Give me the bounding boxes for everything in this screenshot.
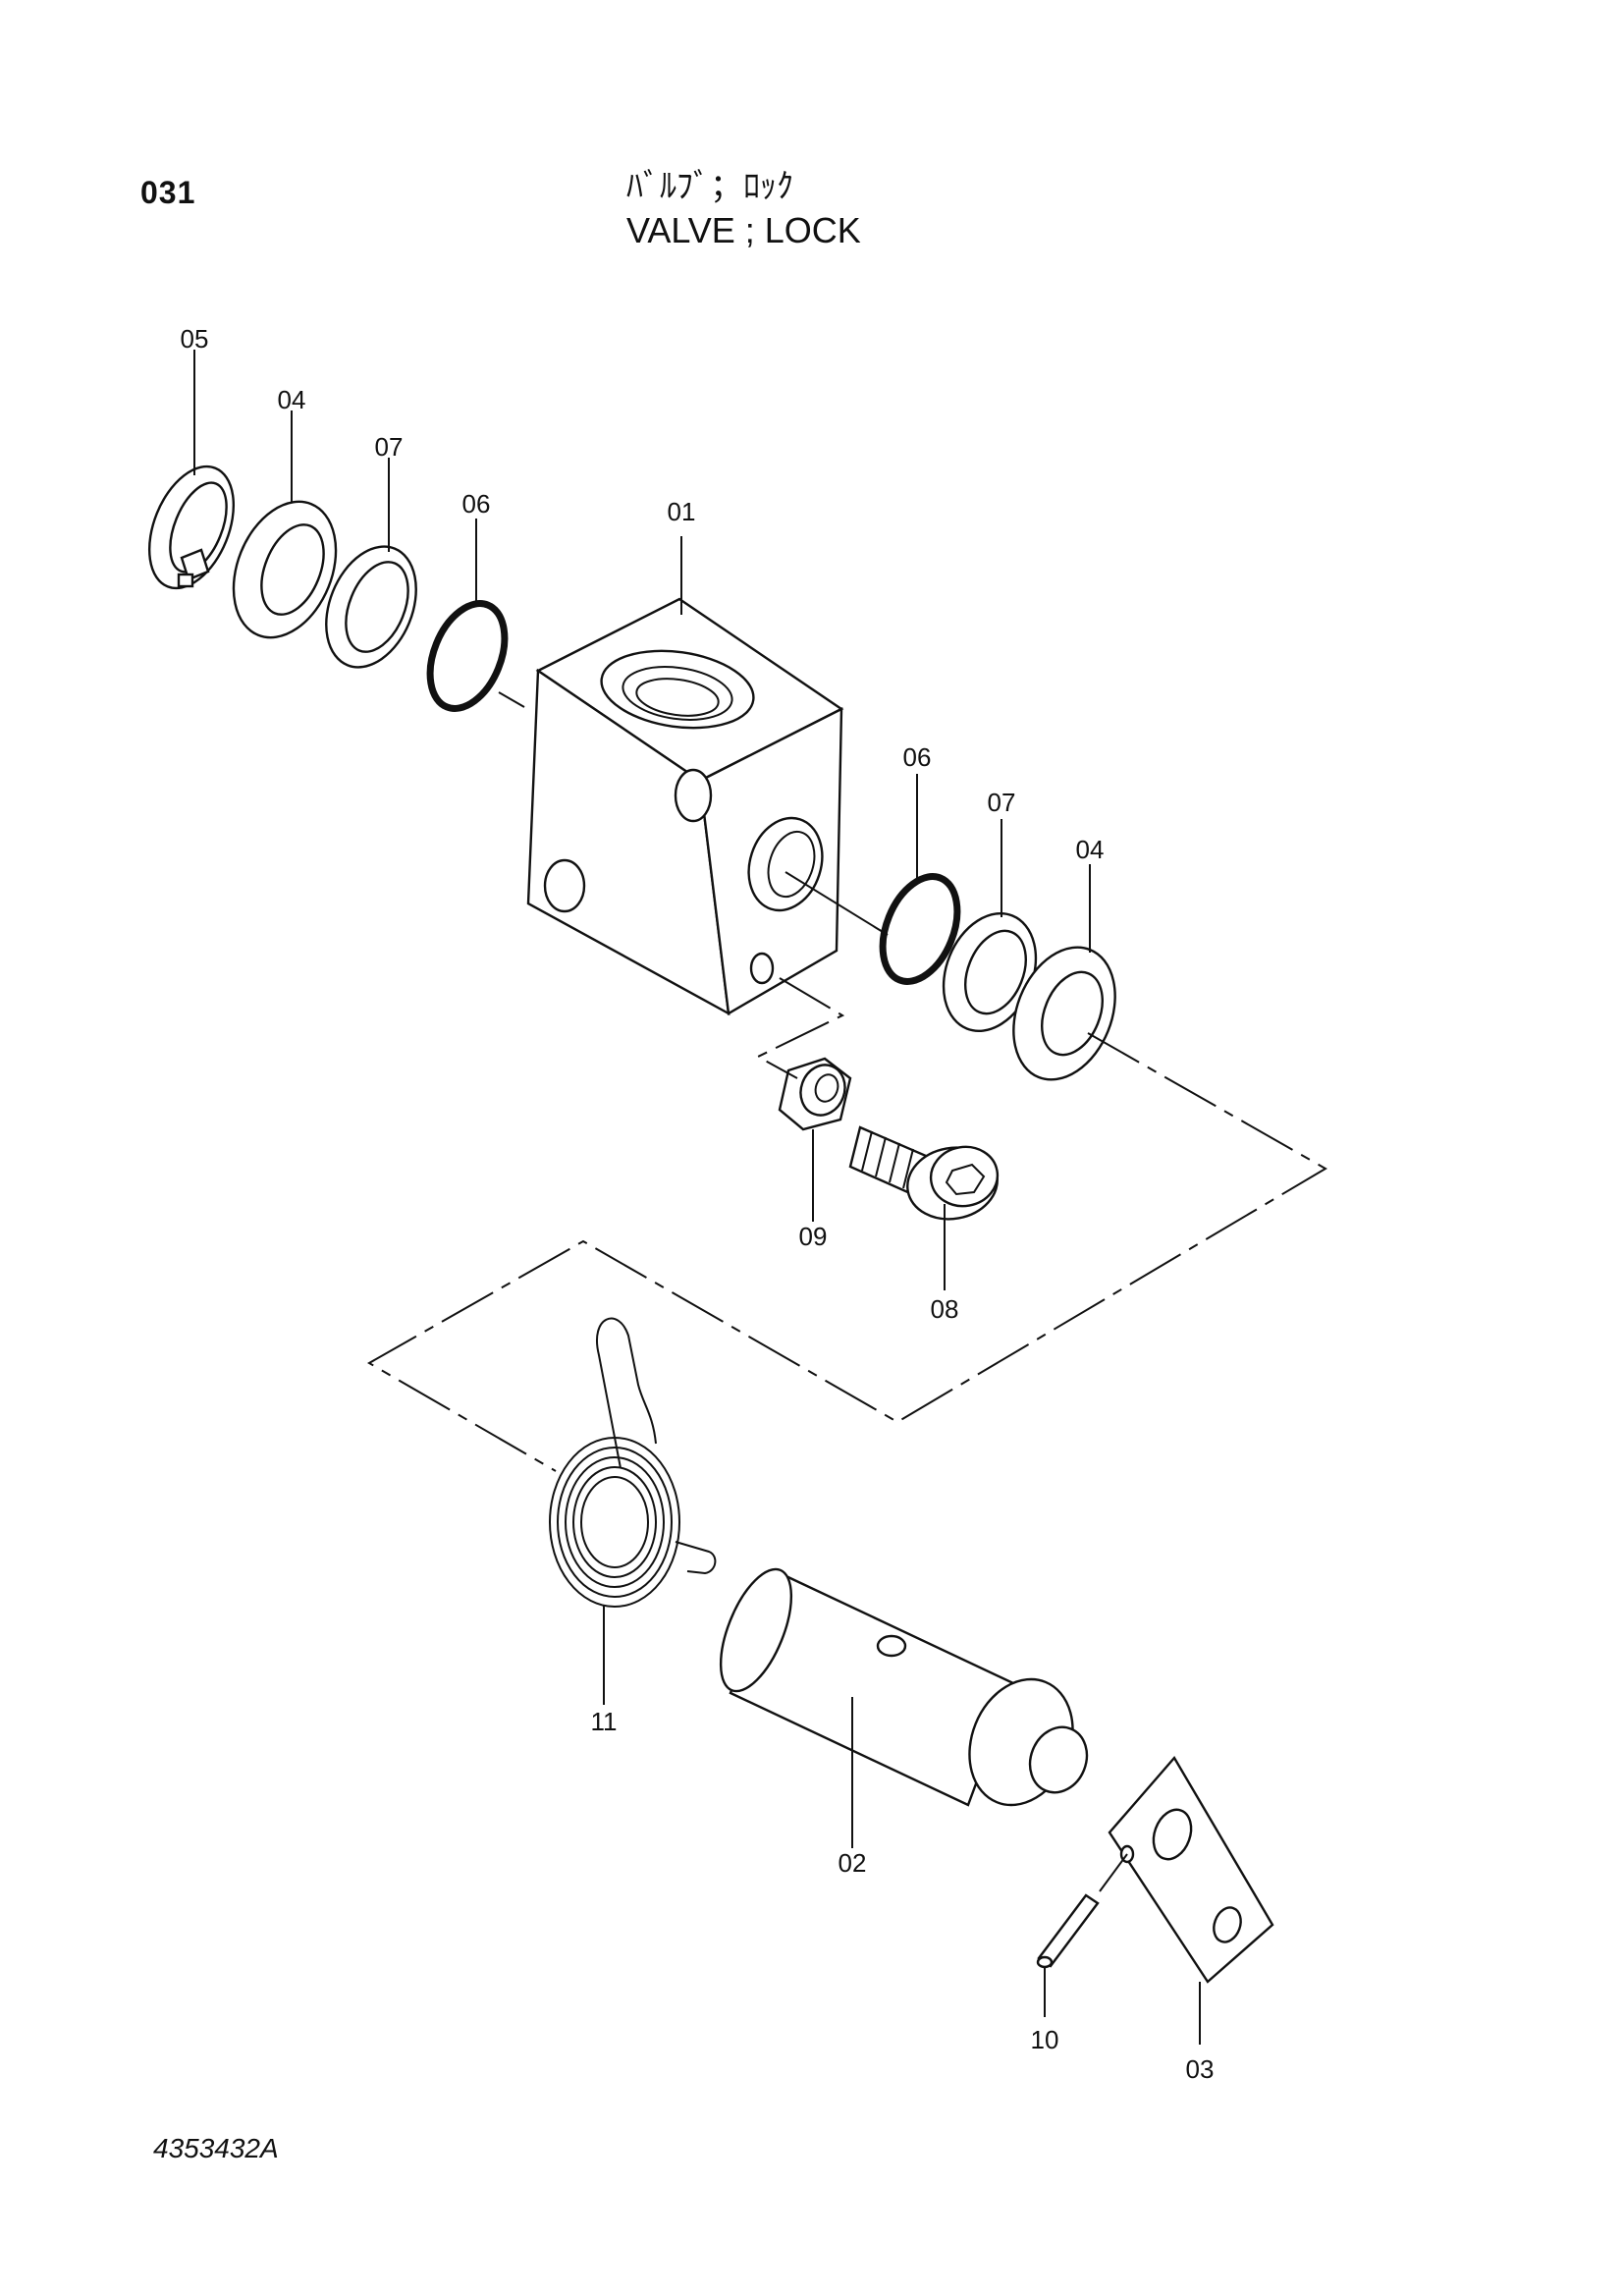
valve-body-01 — [526, 597, 844, 1016]
callout-label: 07 — [375, 432, 404, 462]
page-number: 031 — [140, 175, 196, 210]
callout-label: 09 — [799, 1222, 828, 1251]
bolt-08 — [848, 1125, 1000, 1221]
callout-label: 08 — [931, 1294, 959, 1324]
ring-07-upper — [325, 545, 417, 669]
callout-label: 04 — [278, 385, 306, 414]
assembly-lines — [366, 977, 1327, 1892]
o-ring-06-right — [879, 873, 961, 985]
o-ring-06-upper — [426, 600, 509, 712]
nut-09 — [778, 1057, 852, 1131]
spring-pin-10 — [1036, 1893, 1100, 1969]
drawing-number: 4353432A — [153, 2133, 279, 2163]
plate-03 — [1108, 1755, 1274, 1984]
leader-lines — [193, 350, 1201, 2045]
callout-label: 07 — [988, 788, 1016, 817]
title-japanese: ﾊﾞﾙﾌﾞ；ﾛｯｸ — [626, 167, 793, 206]
callout-label: 10 — [1031, 2025, 1059, 2054]
spring-11 — [549, 1317, 717, 1608]
callout-label: 01 — [668, 497, 696, 526]
callout-label: 04 — [1076, 835, 1105, 864]
pin-02 — [719, 1567, 1089, 1807]
washer-04-upper — [232, 500, 338, 639]
callout-label: 06 — [462, 489, 491, 519]
callout-label: 03 — [1186, 2054, 1215, 2084]
title-english: VALVE ; LOCK — [626, 210, 861, 250]
callout-label: 05 — [181, 324, 209, 354]
ring-07-right — [942, 911, 1038, 1033]
snap-ring-05 — [147, 465, 236, 590]
callout-label: 02 — [839, 1848, 867, 1878]
callout-label: 11 — [591, 1707, 618, 1736]
callout-label: 06 — [903, 742, 932, 772]
washer-04-right — [1012, 946, 1116, 1081]
